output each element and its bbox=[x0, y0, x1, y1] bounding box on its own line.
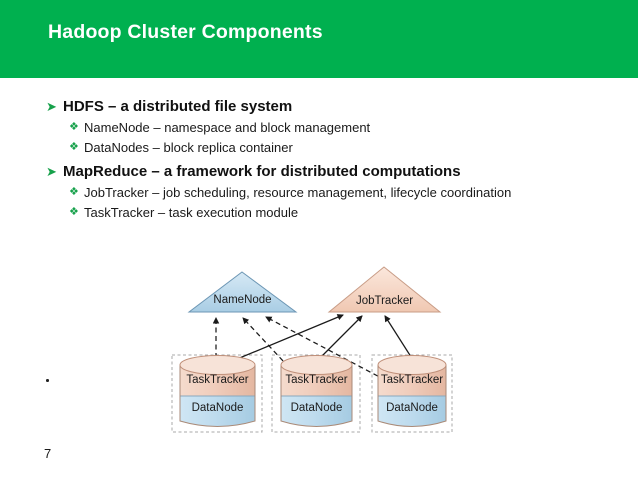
list-item: ❖ DataNodes – block replica container bbox=[0, 138, 638, 157]
worker-node-cylinder bbox=[179, 355, 256, 427]
tasktracker-to-jobtracker-connectors bbox=[205, 314, 421, 373]
node-datanode-label: DataNode bbox=[386, 402, 438, 414]
diamond-bullet-icon: ❖ bbox=[69, 186, 79, 198]
list-item-label: MapReduce – a framework for distributed … bbox=[63, 163, 461, 180]
jobtracker-label: JobTracker bbox=[355, 295, 414, 307]
worker-node-boundary-boxes bbox=[171, 354, 453, 433]
list-item-label: JobTracker – job scheduling, resource ma… bbox=[84, 185, 512, 200]
node-tasktracker-label: TaskTracker bbox=[285, 374, 348, 386]
list-item: ❖ NameNode – namespace and block managem… bbox=[0, 118, 638, 137]
connector-solid bbox=[205, 314, 344, 373]
list-item-label: DataNodes – block replica container bbox=[84, 140, 293, 155]
diamond-bullet-icon: ❖ bbox=[69, 141, 79, 153]
page-title: Hadoop Cluster Components bbox=[48, 21, 323, 43]
node-tasktracker-label: TaskTracker bbox=[186, 374, 249, 386]
list-item: ➤ MapReduce – a framework for distribute… bbox=[0, 161, 638, 182]
connector-dashed bbox=[242, 317, 313, 393]
node-tasktracker-label: TaskTracker bbox=[380, 374, 444, 386]
list-item-label: HDFS – a distributed file system bbox=[63, 98, 293, 115]
node-datanode-label: DataNode bbox=[290, 402, 343, 414]
namenode-label: NameNode bbox=[213, 294, 272, 306]
list-item: ➤ HDFS – a distributed file system bbox=[0, 96, 638, 117]
diamond-bullet-icon: ❖ bbox=[69, 206, 79, 218]
node-boundary-box bbox=[271, 354, 361, 433]
list-item-label: NameNode – namespace and block managemen… bbox=[84, 120, 371, 135]
node-boundary-box bbox=[171, 354, 263, 433]
worker-node-cylinder bbox=[377, 355, 447, 427]
bullet-list: ➤ HDFS – a distributed file system ❖ Nam… bbox=[0, 92, 638, 222]
node-datanode-label: DataNode bbox=[191, 402, 244, 414]
connector-dashed bbox=[265, 316, 409, 393]
datanode-to-namenode-connectors bbox=[212, 316, 409, 393]
list-item-label: TaskTracker – task execution module bbox=[84, 205, 299, 220]
list-item: ❖ TaskTracker – task execution module bbox=[0, 203, 638, 222]
diamond-bullet-icon: ❖ bbox=[69, 121, 79, 133]
arrow-bullet-icon: ➤ bbox=[46, 99, 57, 114]
connector-solid bbox=[307, 315, 363, 371]
namenode-master-shape bbox=[187, 271, 298, 313]
node-boundary-box bbox=[371, 354, 453, 433]
page-number: 7 bbox=[44, 446, 52, 461]
arrow-bullet-icon: ➤ bbox=[46, 164, 57, 179]
list-item: ❖ JobTracker – job scheduling, resource … bbox=[0, 183, 638, 202]
jobtracker-master-shape bbox=[327, 266, 442, 313]
worker-node-cylinder bbox=[280, 355, 353, 427]
stray-bullet-dot bbox=[46, 379, 49, 382]
slide-header-banner: Hadoop Cluster Components bbox=[0, 0, 638, 78]
connector-solid bbox=[384, 315, 421, 372]
